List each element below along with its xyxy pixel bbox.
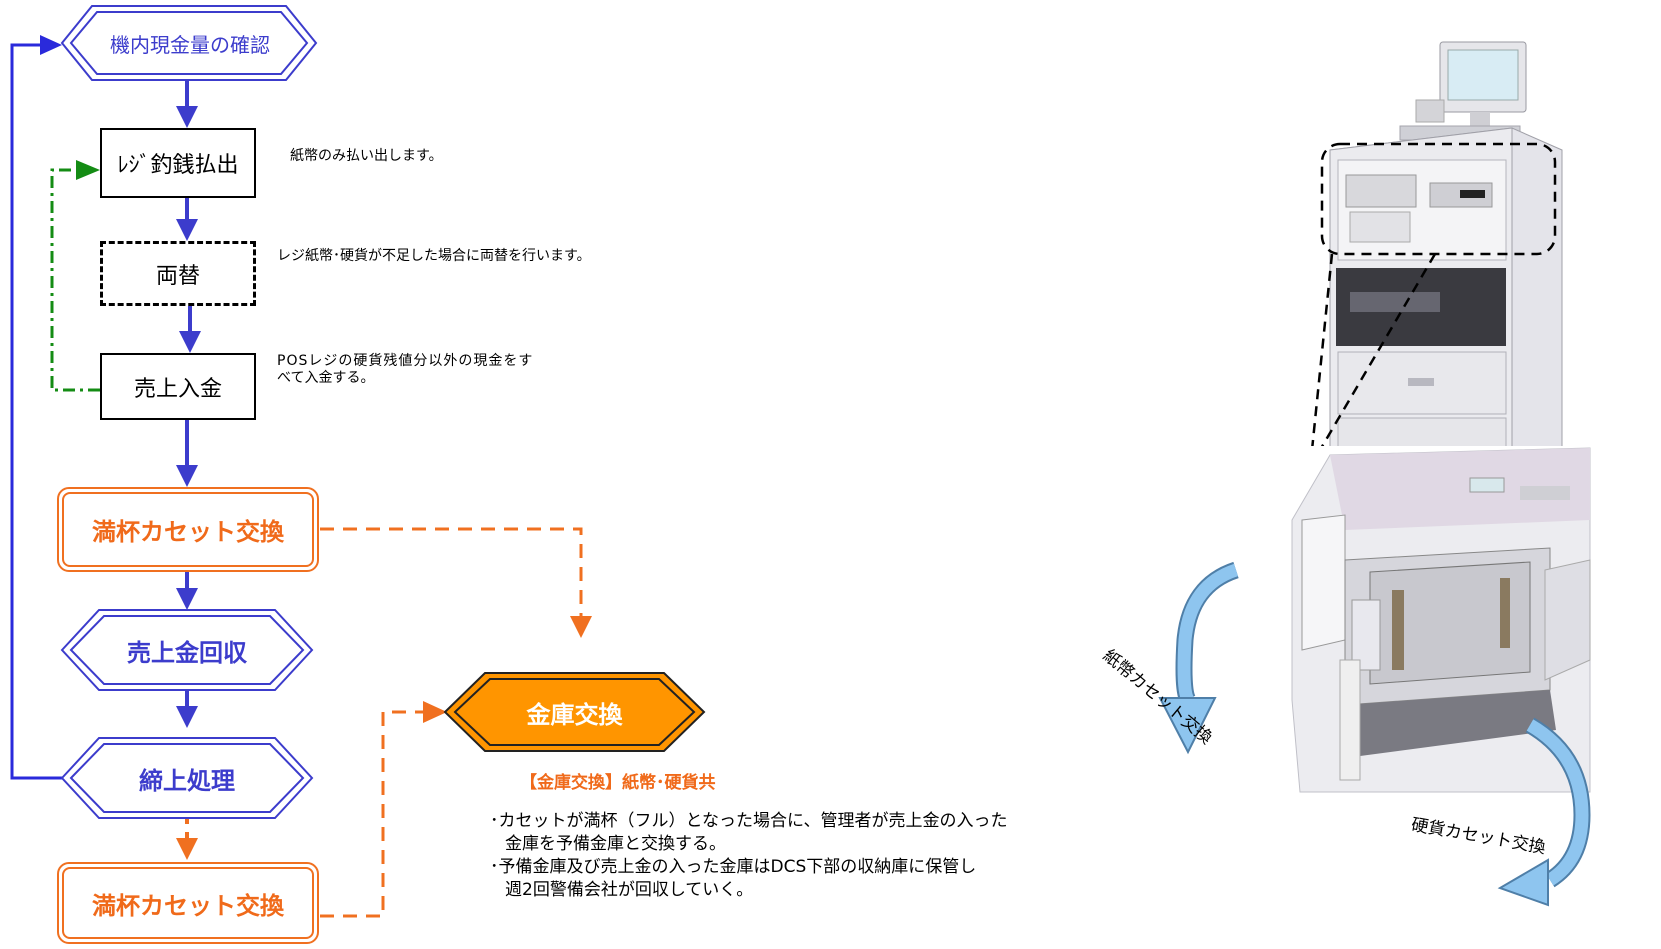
safe-note-line4: 週2回警備会社が回収していく。: [505, 880, 754, 900]
node-dispense: ﾚｼﾞ釣銭払出: [100, 128, 256, 198]
highlight-frame: [1320, 142, 1557, 256]
loop-return-arrowhead: [40, 35, 62, 55]
node-closing: 締上処理: [139, 766, 235, 795]
flow-arrows: [176, 80, 201, 728]
coin-exchange-curved-arrow: [1497, 717, 1591, 907]
node-cassette-1-label: 満杯カセット交換: [62, 492, 314, 567]
note-deposit-line1: POSレジの硬貨残値分以外の現金をす: [277, 353, 534, 369]
cassette2-to-safe-line: [320, 710, 425, 918]
node-cassette-1: 満杯カセット交換: [57, 487, 319, 572]
closing-to-cassette-arrowhead: [176, 838, 198, 860]
node-exchange: 両替: [100, 241, 256, 306]
safe-note-line3: ･予備金庫及び売上金の入った金庫はDCS下部の収納庫に保管し: [490, 857, 977, 877]
node-cassette-2: 満杯カセット交換: [57, 862, 319, 944]
zoom-line-left: [1310, 253, 1334, 451]
feedback-line: [50, 168, 100, 392]
feedback-arrowhead: [76, 160, 100, 180]
node-collect: 売上金回収: [127, 638, 247, 667]
hexagon-collect: [60, 609, 314, 691]
hexagon-safe: [443, 672, 706, 752]
loop-return-line: [10, 43, 62, 780]
zoomed-unit-illustration: [1236, 446, 1596, 796]
node-cassette-2-label: 満杯カセット交換: [62, 867, 314, 939]
bill-exchange-curved-arrow: [1158, 561, 1239, 755]
hexagon-closing: [60, 737, 314, 819]
note-exchange: レジ紙幣･硬貨が不足した場合に両替を行います。: [277, 248, 591, 264]
safe-note-line1: ･カセットが満杯（フル）となった場合に、管理者が売上金の入った: [490, 811, 1008, 831]
note-deposit-line2: べて入金する。: [277, 370, 375, 386]
cassette2-to-safe-arrowhead: [423, 701, 447, 723]
node-deposit: 売上入金: [100, 353, 256, 420]
hexagon-check: [60, 5, 318, 81]
cassette1-to-safe-line: [320, 527, 583, 618]
zoom-line-right: [1318, 253, 1437, 451]
note-dispense: 紙幣のみ払い出します。: [290, 148, 443, 164]
cassette1-to-safe-arrowhead: [570, 616, 592, 638]
node-check: 機内現金量の確認: [110, 32, 270, 57]
safe-note-title: 【金庫交換】紙幣･硬貨共: [520, 773, 716, 793]
safe-note-line2: 金庫を予備金庫と交換する。: [505, 834, 726, 854]
node-safe: 金庫交換: [526, 700, 623, 729]
